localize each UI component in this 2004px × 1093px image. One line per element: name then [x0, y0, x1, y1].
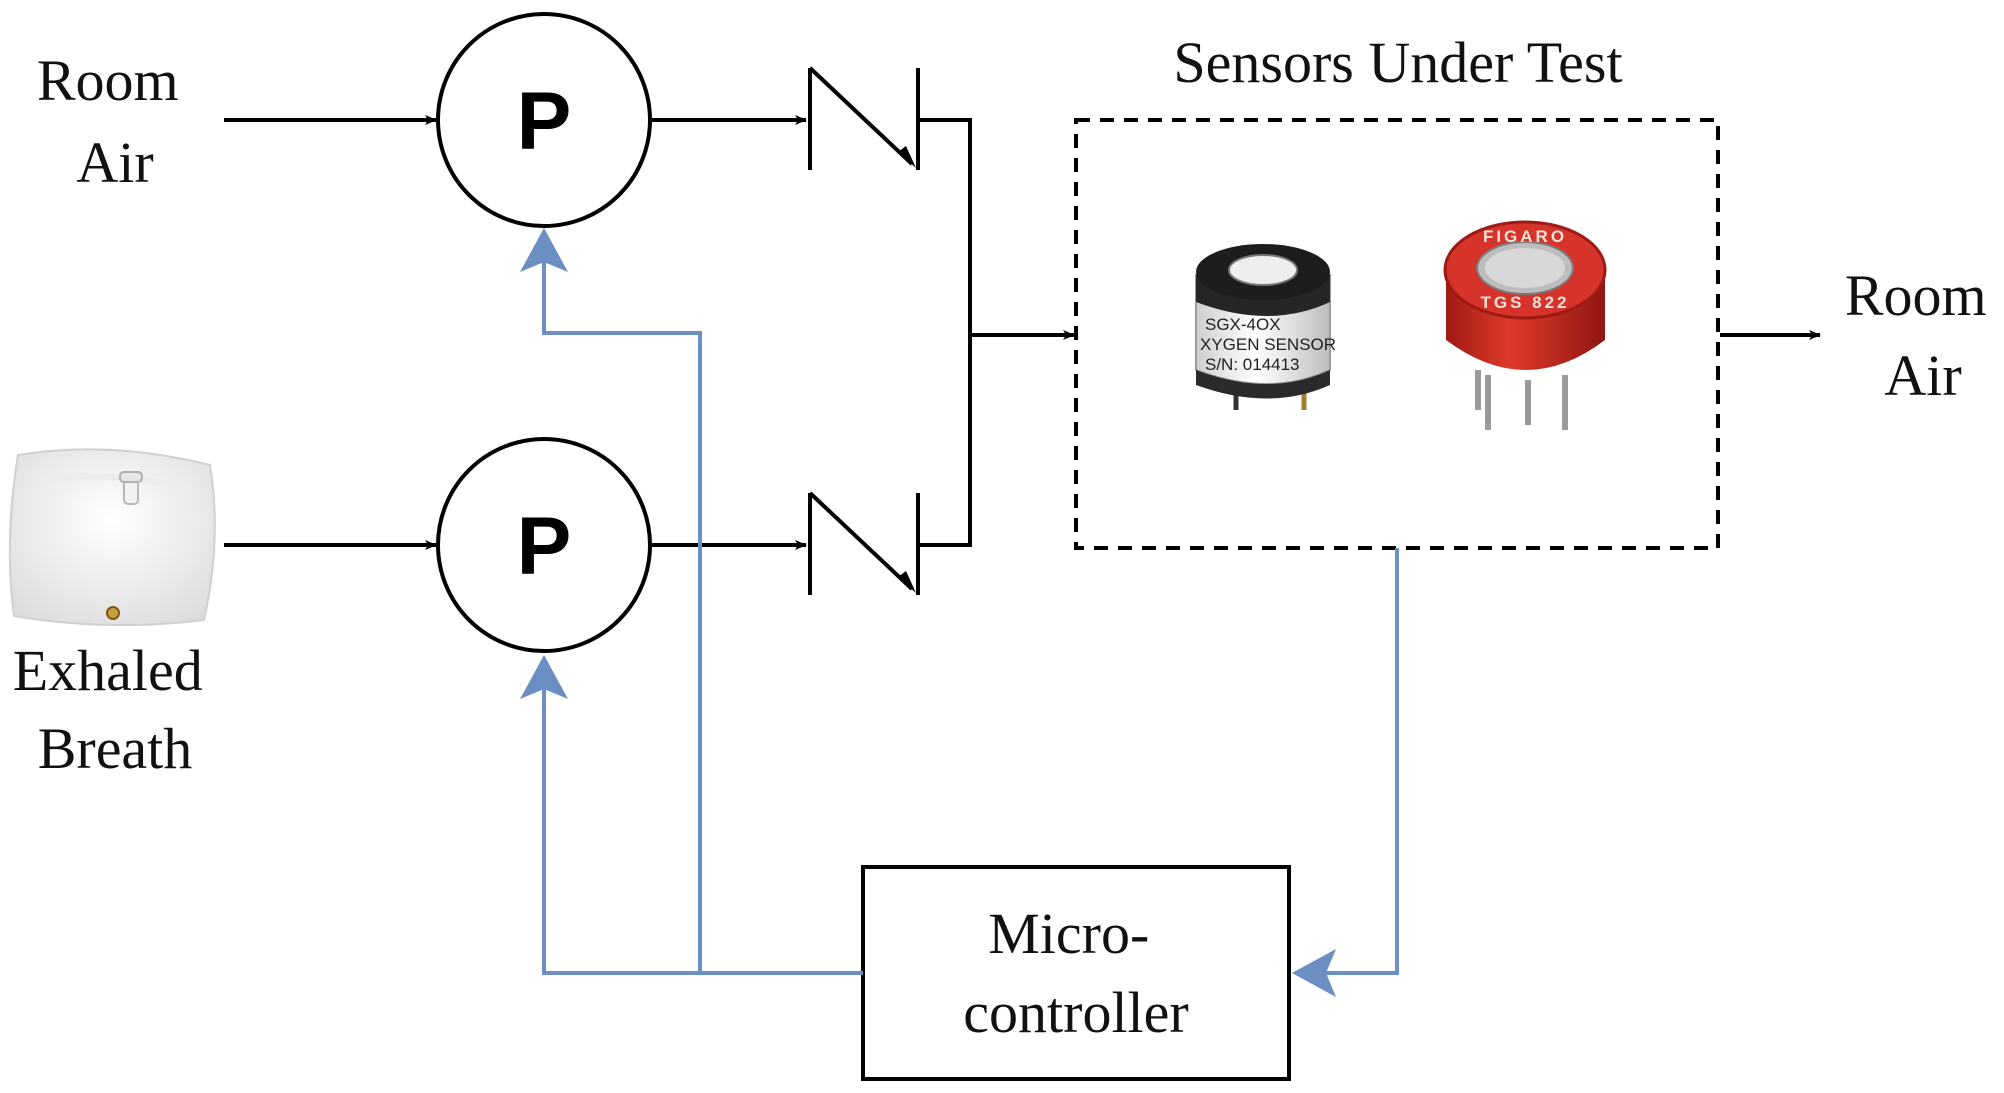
pump-2-symbol: P: [517, 501, 572, 592]
pump-2: P: [436, 437, 652, 653]
figaro-bottom-text: TGS 822: [1480, 293, 1569, 312]
control-arrowheads: [520, 228, 1336, 997]
valve1-outlet-line: [920, 118, 972, 335]
sensor-signal-line: [1295, 548, 1399, 975]
exhaled-breath-label: Exhaled Breath: [13, 638, 218, 781]
control-line-to-pump-1: [542, 232, 863, 975]
figaro-sensor-image: FIGARO TGS 822: [1443, 220, 1607, 430]
sensors-under-test-box: [1074, 118, 1720, 550]
microcontroller-label: Micro- controller: [963, 901, 1188, 1045]
pump-1-symbol: P: [517, 76, 572, 167]
sensors-under-test-title: Sensors Under Test: [1173, 30, 1622, 95]
figaro-top-text: FIGARO: [1483, 227, 1567, 246]
control-line-to-pump-2: [542, 660, 700, 975]
oxygen-sensor-image: SGX-4OX XYGEN SENSOR S/N: 014413: [1195, 244, 1341, 410]
pump-1-control-arrowhead: [520, 228, 568, 272]
microcontroller-input-arrowhead: [1292, 949, 1336, 997]
check-valve-2: [808, 491, 920, 595]
breath-bag-image: [8, 448, 216, 627]
valve2-outlet-line: [920, 335, 972, 547]
room-air-in-label: Room Air: [37, 48, 193, 195]
microcontroller-box: [861, 865, 1291, 1081]
pump-2-control-arrowhead: [520, 655, 568, 699]
pump-1: P: [436, 12, 652, 228]
oxygen-sensor-text: SGX-4OX XYGEN SENSOR S/N: 014413: [1200, 315, 1341, 374]
room-air-out-label: Room Air: [1845, 263, 2001, 408]
control-lines: [542, 232, 1399, 975]
check-valve-1: [808, 66, 920, 170]
flow-lines: [224, 115, 1821, 550]
